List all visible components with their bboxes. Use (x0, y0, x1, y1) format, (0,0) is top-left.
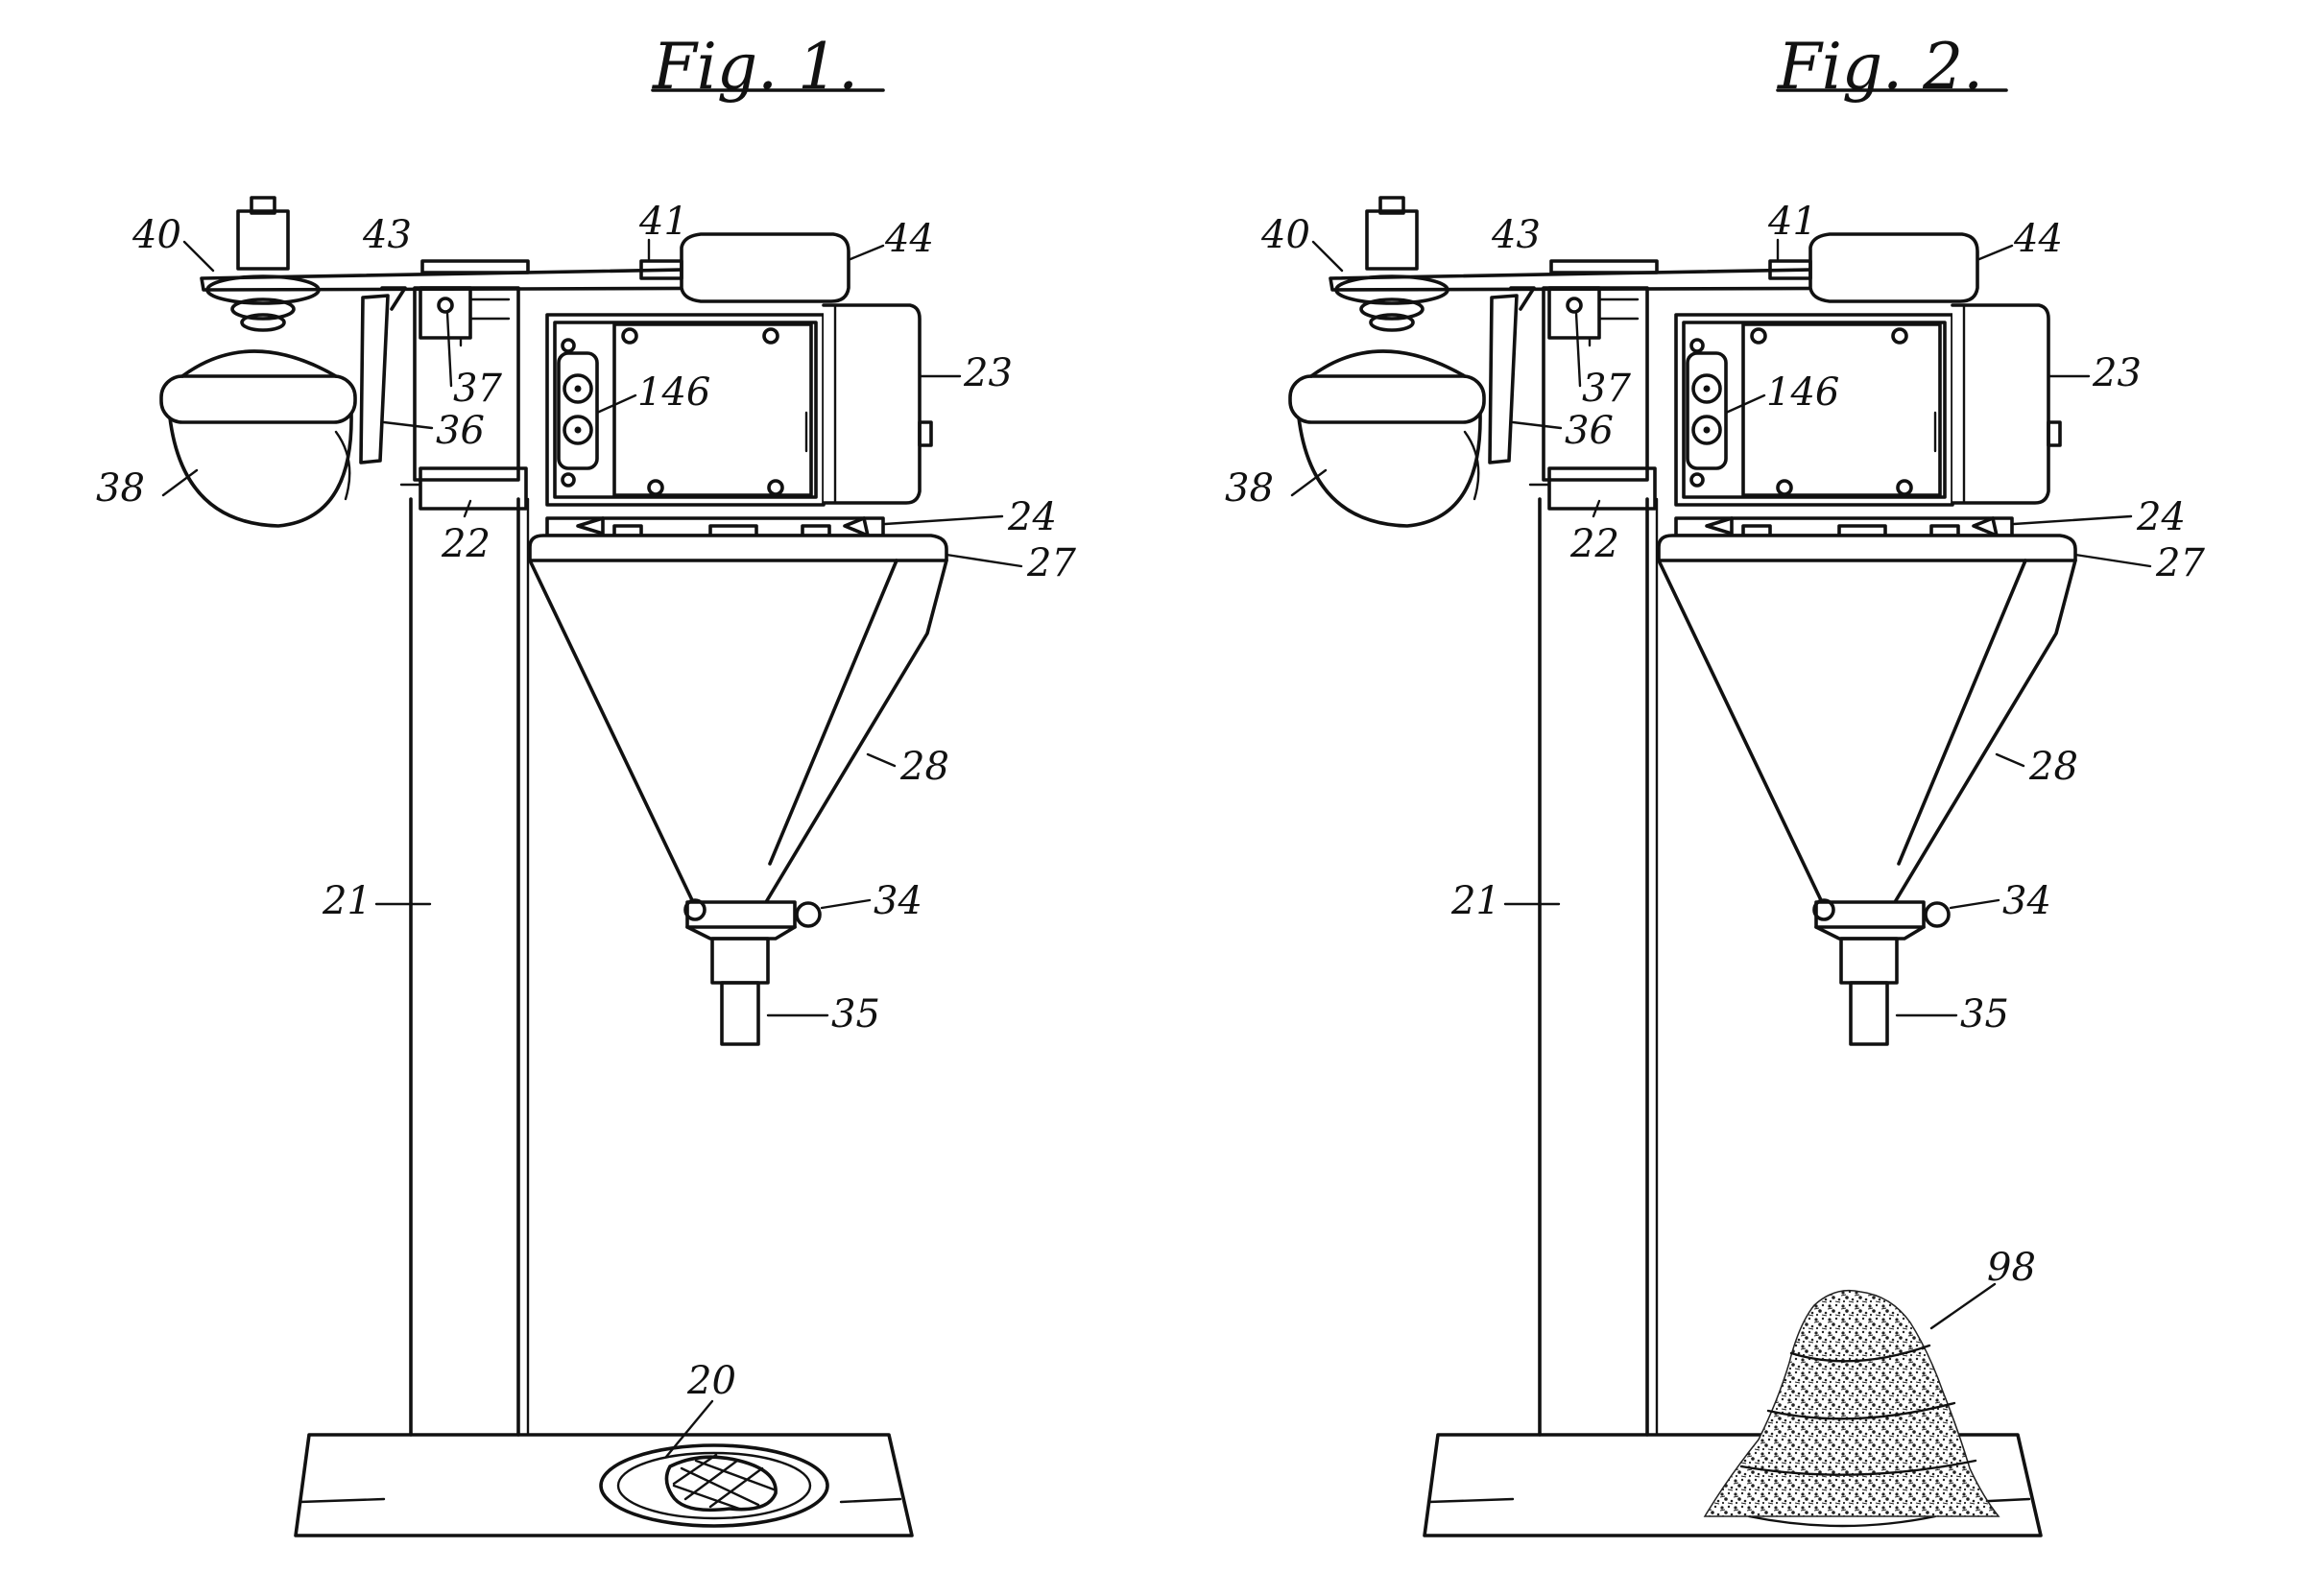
figure-1: Fig. 1. (96, 30, 1076, 1537)
label-23: 23 (963, 351, 1013, 395)
label-28: 28 (2028, 745, 2078, 789)
label-34: 34 (2002, 879, 2051, 923)
figure-2-title: Fig. 2. (1777, 30, 1983, 104)
figure-1-leaders (161, 238, 1023, 1459)
label-38: 38 (96, 466, 145, 511)
label-28: 28 (899, 745, 949, 789)
food-mound (1703, 1289, 2000, 1517)
label-36: 36 (1565, 409, 1614, 453)
label-27: 27 (1026, 541, 1076, 585)
label-98: 98 (1987, 1246, 2036, 1290)
label-40: 40 (1260, 213, 1310, 257)
label-44: 44 (2013, 217, 2063, 261)
figure-1-reference-labels: 40 43 41 44 37 146 23 36 38 22 24 27 28 … (96, 200, 1076, 1403)
label-22: 22 (1569, 522, 1619, 566)
plate-with-steak (599, 1443, 829, 1528)
label-40: 40 (132, 213, 181, 257)
label-146: 146 (1766, 370, 1839, 415)
label-23: 23 (2092, 351, 2142, 395)
label-20: 20 (686, 1359, 736, 1403)
label-35: 35 (831, 992, 880, 1036)
label-21: 21 (1450, 879, 1500, 923)
figure-2-reference-labels: 40 43 41 44 37 146 23 36 38 22 24 27 28 … (1225, 200, 2205, 1290)
label-36: 36 (436, 409, 485, 453)
label-44: 44 (884, 217, 934, 261)
label-37: 37 (453, 367, 502, 411)
label-22: 22 (441, 522, 491, 566)
label-24: 24 (2136, 495, 2186, 539)
label-34: 34 (874, 879, 922, 923)
figure-2-leaders (1290, 238, 2152, 1330)
label-27: 27 (2155, 541, 2205, 585)
figure-2-machine-drawing (1288, 196, 2077, 1537)
figure-1-title: Fig. 1. (652, 30, 858, 104)
label-43: 43 (1491, 213, 1541, 257)
label-41: 41 (638, 200, 688, 244)
label-38: 38 (1225, 466, 1274, 511)
label-35: 35 (1960, 992, 2009, 1036)
label-21: 21 (322, 879, 371, 923)
figure-2: Fig. 2. (1225, 30, 2205, 1537)
label-24: 24 (1007, 495, 1057, 539)
label-43: 43 (362, 213, 412, 257)
figure-1-machine-drawing (159, 196, 948, 1537)
label-146: 146 (637, 370, 710, 415)
label-37: 37 (1582, 367, 1631, 411)
label-41: 41 (1767, 200, 1817, 244)
